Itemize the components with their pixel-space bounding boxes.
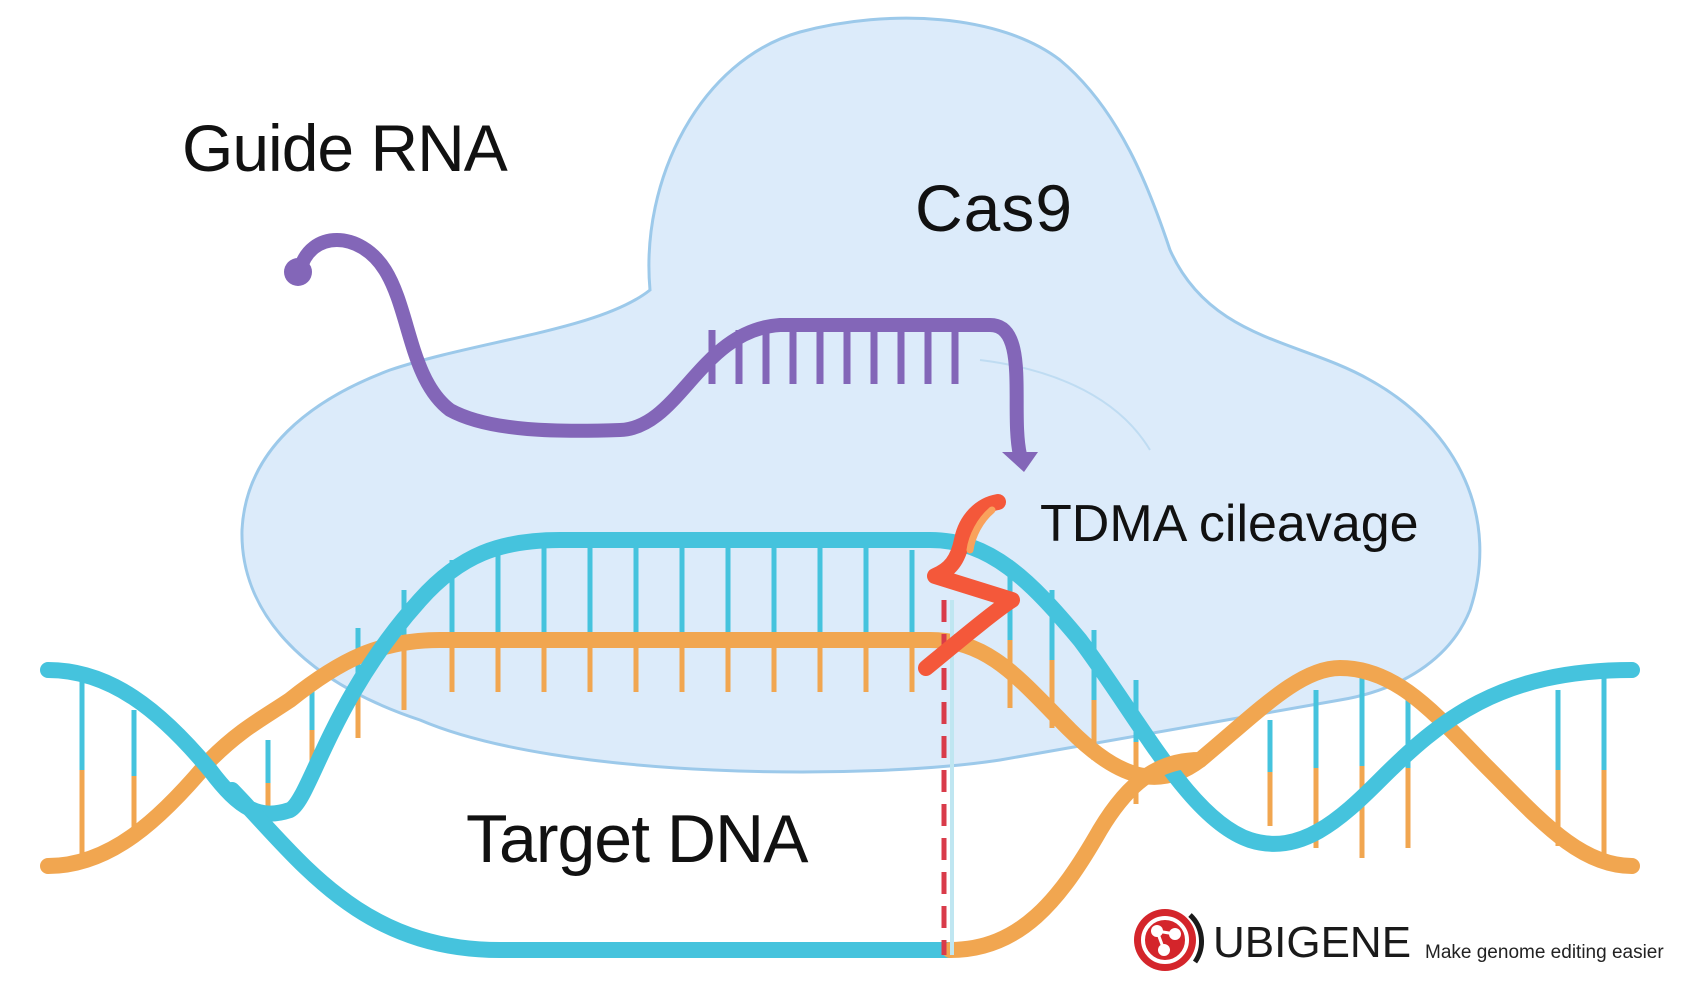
guide-rna-end-dot: [284, 258, 312, 286]
target-dna-label: Target DNA: [466, 801, 808, 877]
ubigene-logo-icon: [1134, 909, 1204, 971]
cleavage-cut-highlight: [966, 506, 996, 554]
cleavage-cut-marker: [918, 494, 1020, 676]
cas9-label: Cas9: [915, 171, 1074, 245]
brand-name: UBIGENE: [1213, 918, 1412, 967]
guide-rna-label: Guide RNA: [182, 111, 508, 185]
dna-strand-orange: [40, 632, 1640, 874]
cas9-protein-shape: [240, 16, 1482, 774]
dna-strand-orange-bottom: [942, 752, 1208, 958]
guide-rna-strand: [293, 233, 1027, 462]
cleavage-label: TDMA cileavage: [1040, 495, 1419, 553]
guide-rna-arrowhead: [1002, 452, 1038, 472]
guide-rna-bases: [708, 330, 959, 384]
brand-tagline: Make genome editing easier: [1425, 942, 1664, 963]
cas9-inner-contour: [979, 359, 1151, 451]
dna-base-pairs-bubble: [449, 548, 915, 692]
dna-strand-cyan-bottom: [224, 782, 958, 958]
